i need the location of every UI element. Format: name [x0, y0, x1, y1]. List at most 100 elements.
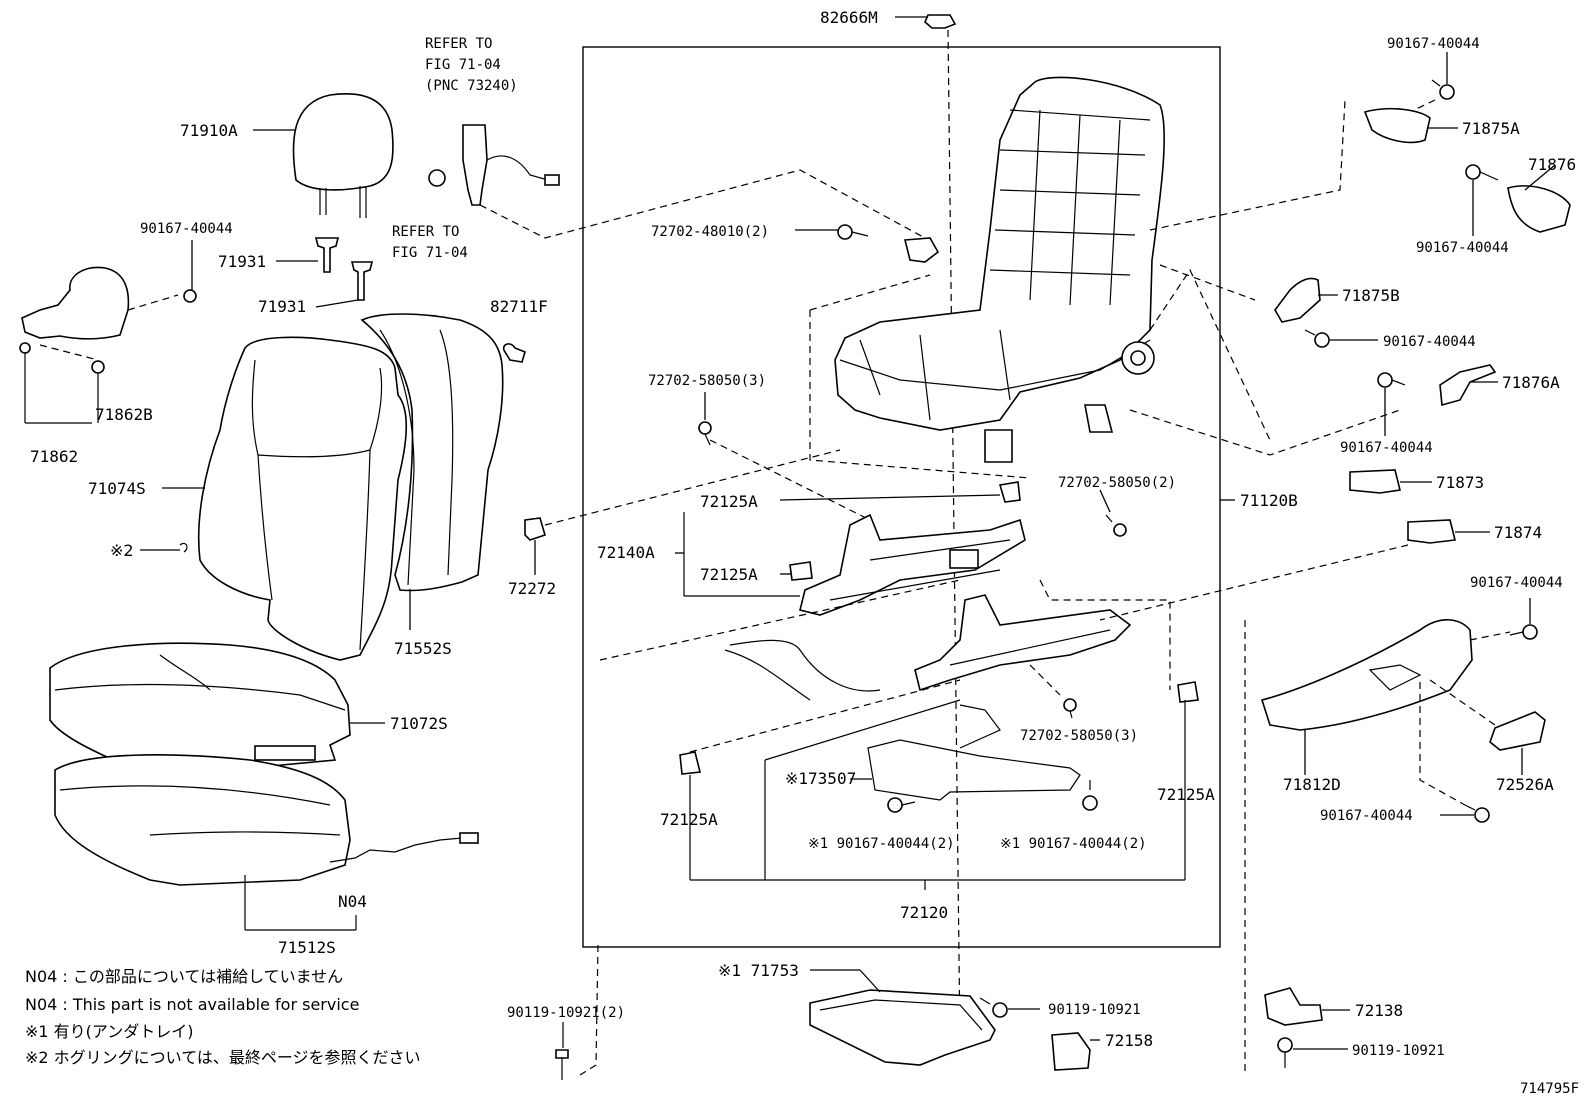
label-71876a: 71876A: [1502, 373, 1560, 392]
bolt-72702-58050-part: [698, 421, 712, 446]
lever-71875b-part: [1274, 277, 1321, 323]
side-shield-part: [19, 266, 130, 374]
bolt-90119-center: [979, 997, 1008, 1018]
label-71512s: 71512S: [278, 938, 336, 957]
note-line-1: N04 : この部品については補給していません: [25, 967, 343, 986]
label-72125a-3: 72125A: [1157, 785, 1215, 804]
clip-71874-part: [1407, 519, 1456, 544]
seatback-cover-part: [197, 336, 408, 661]
seat-cushion-cover-part: [49, 642, 351, 776]
note-line-4: ※2 ホグリングについては、最終ページを参照ください: [25, 1048, 421, 1067]
refer-note2-line1: REFER TO: [392, 224, 459, 240]
label-90167-r2: 90167-40044: [1416, 240, 1509, 256]
label-71873: 71873: [1436, 473, 1484, 492]
refer-note-line2: FIG 71-04: [425, 57, 501, 73]
seat-track-lower-part: [724, 594, 1132, 701]
label-72702-48010: 72702-48010(2): [651, 224, 769, 240]
label-72702-58050-3a: 72702-58050(3): [648, 373, 766, 389]
under-tray-part: [809, 989, 996, 1066]
seat-frame-group-box: [582, 46, 1221, 948]
cap-72272-part: [524, 517, 546, 541]
label-72140a: 72140A: [597, 543, 655, 562]
label-72526a: 72526A: [1496, 775, 1554, 794]
note-line-3: ※1 有り(アンダトレイ): [25, 1022, 194, 1041]
seat-track-upper-part: [789, 481, 1026, 616]
bolt-90167-right-6: [1464, 804, 1490, 823]
seatbelt-buckle-part: [428, 124, 560, 206]
label-71875a: 71875A: [1462, 119, 1520, 138]
label-82666m: 82666M: [820, 8, 878, 27]
headrest-part: [292, 93, 394, 218]
label-82711f: 82711F: [490, 297, 548, 316]
label-90167-r4: 90167-40044: [1340, 440, 1433, 456]
label-71910a: 71910A: [180, 121, 238, 140]
label-71074s: 71074S: [88, 479, 146, 498]
label-71875b: 71875B: [1342, 286, 1400, 305]
label-90167-r1: 90167-40044: [1387, 36, 1480, 52]
label-hog-ring-mark: ※2: [110, 541, 134, 560]
label-72138: 72138: [1355, 1001, 1403, 1020]
label-71931-b: 71931: [258, 297, 306, 316]
cover-71875a-part: [1363, 107, 1431, 144]
label-71120b: 71120B: [1240, 491, 1298, 510]
bolt-90119-left: [555, 1049, 569, 1080]
bolt-90167-right-5: [1509, 624, 1538, 640]
label-71874: 71874: [1494, 523, 1542, 542]
label-73507: ※173507: [785, 769, 856, 788]
hog-ring-icon: [179, 542, 188, 553]
label-71753: ※1 71753: [718, 961, 799, 980]
label-90167-x1a: ※1 90167-40044(2): [808, 836, 955, 852]
label-90167-r5: 90167-40044: [1470, 575, 1563, 591]
label-90167-r6: 90167-40044: [1320, 808, 1413, 824]
seat-frame-part: [834, 76, 1165, 463]
figure-number: 714795F: [1520, 1081, 1579, 1097]
label-71931-a: 71931: [218, 252, 266, 271]
lever-71876a-part: [1439, 364, 1497, 407]
cover-71876-part: [1507, 185, 1571, 233]
bolt-90167-center-right: [1082, 780, 1098, 811]
bolt-90167-right-4: [1377, 372, 1406, 388]
bolt-90167-right-2: [1465, 164, 1499, 181]
label-72125a-4: 72125A: [660, 810, 718, 829]
side-shield-71812d-part: [1260, 619, 1473, 731]
label-71072s: 71072S: [390, 714, 448, 733]
bolt-90167-center-left: [887, 797, 916, 813]
label-n04: N04: [338, 892, 367, 911]
clip-71873-part: [1349, 469, 1401, 494]
label-71862b: 71862B: [95, 405, 153, 424]
refer-note-line3: (PNC 73240): [425, 78, 518, 94]
seat-cushion-pad-part: [54, 754, 351, 886]
clip-82666m-part: [924, 14, 957, 29]
bracket-part: [903, 237, 940, 263]
bolt-72702-48010-part: [837, 224, 869, 240]
label-72702-58050-2: 72702-58050(2): [1058, 475, 1176, 491]
refer-note-line1: REFER TO: [425, 36, 492, 52]
label-90167-tl: 90167-40044: [140, 221, 233, 237]
label-72702-58050-3b: 72702-58050(3): [1020, 728, 1138, 744]
label-72272: 72272: [508, 579, 556, 598]
headrest-guide-part: [314, 237, 374, 301]
label-90119-center: 90119-10921: [1048, 1002, 1141, 1018]
label-72125a-2: 72125A: [700, 565, 758, 584]
harness-wire-part: [329, 837, 463, 863]
label-72125a-1: 72125A: [700, 492, 758, 511]
spring-wire-part: [867, 704, 1081, 801]
clip-82711f-part: [502, 343, 526, 363]
clip-72138-part: [1264, 987, 1323, 1026]
knob-72526a-part: [1489, 711, 1546, 751]
label-90167-x1b: ※1 90167-40044(2): [1000, 836, 1147, 852]
bolt-72702-58050-3-part: [1063, 698, 1077, 719]
bolt-72702-58050-2-part: [1105, 514, 1127, 537]
label-71862: 71862: [30, 447, 78, 466]
label-90167-r3: 90167-40044: [1383, 334, 1476, 350]
clip-72125a-right: [1177, 681, 1199, 703]
label-72158: 72158: [1105, 1031, 1153, 1050]
bolt-90119-right: [1277, 1037, 1293, 1068]
note-line-2: N04 : This part is not available for ser…: [25, 995, 359, 1014]
label-71876: 71876: [1528, 155, 1576, 174]
refer-note2-line2: FIG 71-04: [392, 245, 468, 261]
clip-72158-part: [1051, 1032, 1091, 1071]
seatback-rear-panel-part: [360, 313, 504, 592]
bolt-90167-right-top: [1431, 79, 1455, 100]
